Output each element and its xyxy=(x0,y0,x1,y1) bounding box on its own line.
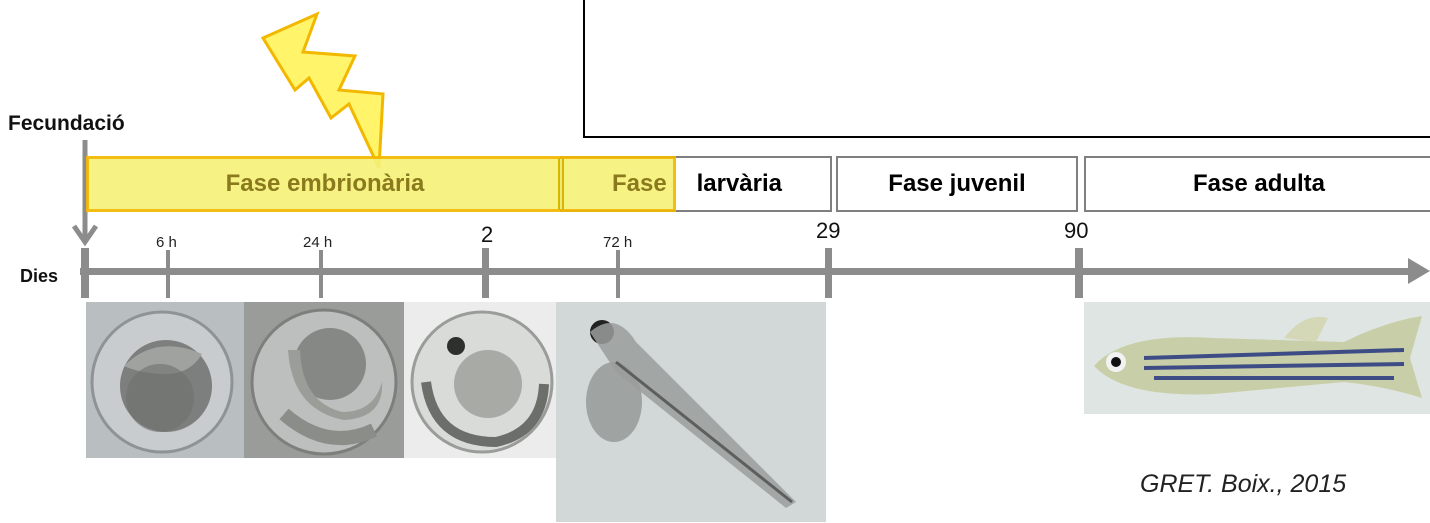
phase-larvaria-label: larvària xyxy=(697,170,782,198)
tick-6h: 6 h xyxy=(156,234,177,251)
phase-adulta-box: Fase adulta xyxy=(1084,156,1430,212)
embryo-24h-photo xyxy=(244,302,404,458)
phase-adulta-label: Fase adulta xyxy=(1193,170,1325,198)
tick-day-90: 90 xyxy=(1064,218,1088,244)
tick-day-29: 29 xyxy=(816,218,840,244)
timeline-axis xyxy=(0,240,1430,310)
tick-day-2: 2 xyxy=(481,222,493,248)
phase-juvenil-box: Fase juvenil xyxy=(836,156,1078,212)
fecundacio-label: Fecundació xyxy=(8,112,125,136)
phase-embrionaria-label: Fase embrionària xyxy=(90,158,560,210)
embryo-48h-photo xyxy=(404,302,558,458)
embryo-6h-photo xyxy=(86,302,244,458)
adult-zebrafish-photo xyxy=(1084,302,1430,414)
phase-larvaria-prefix: Fase xyxy=(612,170,667,198)
tick-72h: 72 h xyxy=(603,234,632,251)
dies-label: Dies xyxy=(20,266,58,287)
phase-juvenil-label: Fase juvenil xyxy=(888,170,1025,198)
lightning-bolt-icon xyxy=(255,8,405,178)
larva-72h-photo xyxy=(556,302,826,522)
empty-top-box xyxy=(583,0,1430,138)
citation-text: GRET. Boix., 2015 xyxy=(1140,470,1346,499)
tick-24h: 24 h xyxy=(303,234,332,251)
